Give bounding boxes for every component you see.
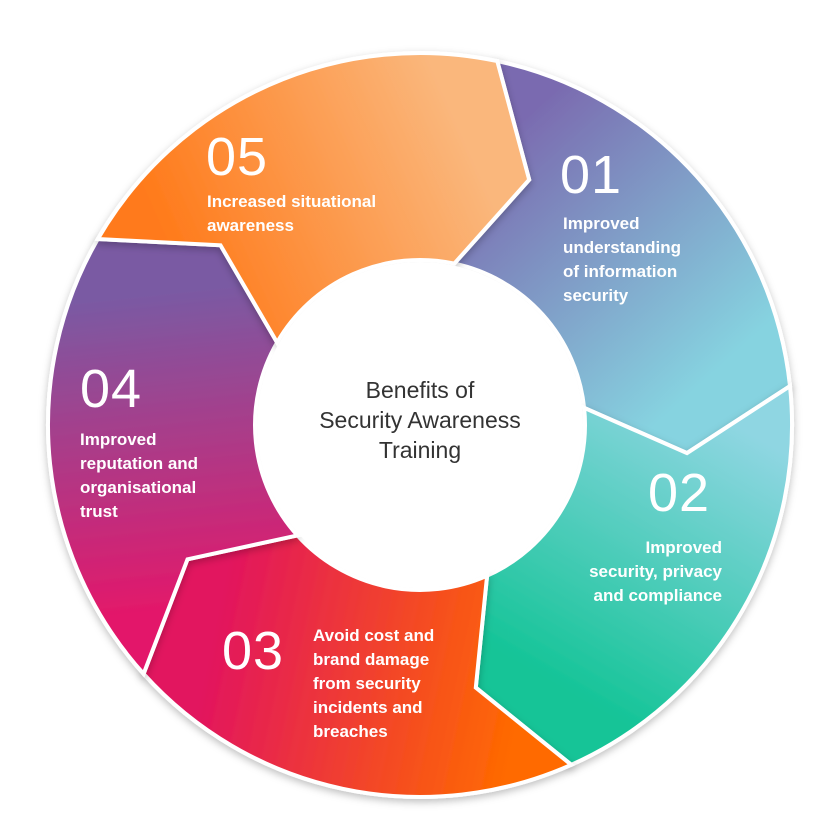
segment-02-arrow [473,382,794,768]
diagram-title: Benefits of Security Awareness Training [319,377,521,463]
segment-05-arrow [94,50,532,347]
segment-01-arrow [450,58,793,456]
segment-05-number: 05 [206,127,269,187]
segment-02-label: Improved security, privacy and complianc… [589,538,722,605]
segment-01-label: Improved understanding of information se… [563,214,682,305]
segment-03-label: Avoid cost and brand damage from securit… [313,626,435,741]
center-circle [257,262,583,588]
segment-03-number: 03 [222,621,285,681]
segment-04-number: 04 [80,359,143,419]
segment-03-arrow [141,533,576,799]
segment-05-label: Increased situational awareness [207,192,377,235]
segment-04-arrow [46,236,302,678]
segment-02-number: 02 [648,463,711,523]
segment-01-number: 01 [560,145,623,205]
segment-04-label: Improved reputation and organisational t… [80,430,199,521]
